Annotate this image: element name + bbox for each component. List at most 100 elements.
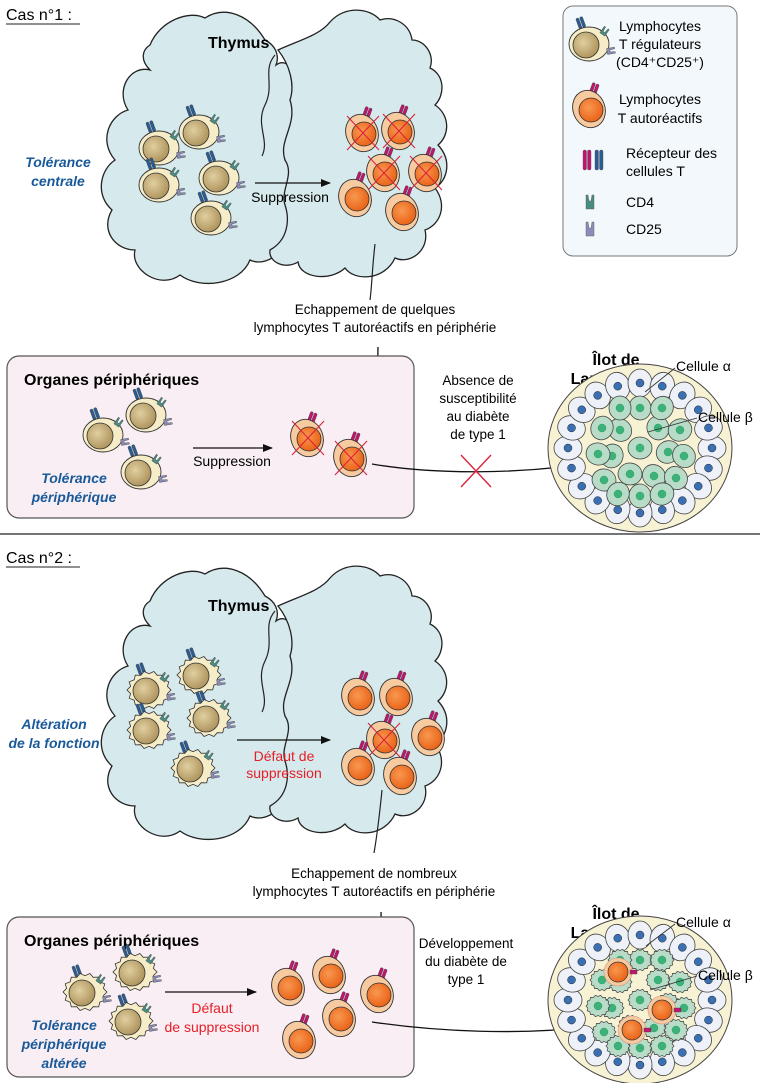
cd4-icon [209,656,220,668]
autoreactive-t-cell [338,171,372,218]
case-1: Cas n°1 : Thymus Tolérance centrale Supp… [6,7,753,533]
nucleus [417,725,443,751]
islet-of-langerhans-attacked [547,915,733,1083]
outcome-label-line-2: du diabète de [425,954,507,969]
regulatory-t-cell [138,120,186,166]
cd25-icon [606,46,616,55]
case-1-thymus-treg-cells [138,104,246,236]
nucleus [182,119,210,147]
cd25-icon [166,732,176,741]
nucleus [277,975,303,1001]
infiltrating-autoreactive-t-cell [647,995,682,1025]
autoreactive-t-cell [322,991,356,1038]
legend-tcr-label-line-2: cellules T [626,163,685,179]
t-cell-receptor-icon [195,690,206,703]
eliminated-cross-icon [409,155,443,191]
legend-treg-label-line-1: Lymphocytes [619,18,701,34]
alpha-cell [584,933,611,962]
beta-cell [628,483,652,509]
escape-label-line-1: Echappement de nombreux [291,866,457,881]
nucleus [182,662,210,690]
alpha-cell [584,381,611,410]
beta-cell [585,442,611,466]
legend-treg-cell-icon [568,16,616,62]
legend-autoreactive-cell-icon [572,82,606,129]
altered-regulatory-t-cell [186,690,236,737]
regulatory-t-cell [568,16,616,62]
altered-regulatory-t-cell [126,662,176,709]
nucleus [142,135,170,163]
peripheral-organs-box [6,355,415,519]
thymus-lobe-divider [260,610,276,713]
nucleus [68,979,96,1007]
alpha-cell [557,1007,586,1033]
t-cell-receptor-icon [71,964,82,977]
legend-cd4-label: CD4 [626,194,654,210]
cd25-icon [228,220,238,229]
beta-cell-label: Cellule β [698,409,753,425]
alpha-cell [627,920,653,950]
alpha-cell-label: Cellule α [676,358,731,374]
outcome-label-line-2: susceptibilité [439,391,516,406]
cd25-icon [152,974,162,983]
nucleus [347,685,373,711]
case-1-thymus-autoreactive-cells [338,104,443,232]
eliminated-cross-icon [291,420,325,456]
t-cell-receptor-icon [197,190,208,203]
central-tolerance-label-line-1: Tolérance [25,154,91,170]
escape-label-line-1: Echappement de quelques [295,302,456,317]
peripheral-suppression-label: Suppression [193,453,271,469]
case-1-peripheral-treg-cells [82,387,173,490]
beta-cell [591,468,617,492]
case-2-peripheral-altered-treg-cells [62,944,162,1040]
beta-cell [627,948,653,972]
autoreactive-t-cell [383,749,417,796]
nucleus [344,186,370,212]
nucleus [129,402,157,430]
beta-cell [627,436,653,460]
escape-label-line-2: lymphocytes T autoréactifs en périphérie [254,320,497,335]
cd4-icon [219,699,230,711]
altered-regulatory-t-cell [108,993,158,1040]
eliminated-cross-icon [334,440,368,476]
autoreactive-t-cell [408,146,443,193]
beta-cell-label: Cellule β [698,967,753,983]
nucleus [389,764,415,790]
legend-box [562,5,738,257]
legend-t-cell-receptor-icon [582,149,604,171]
cd4-icon [169,129,180,141]
regulatory-t-cell [138,157,186,203]
cd4-icon [169,166,180,178]
blocked-cross-icon [460,454,492,488]
legend-cd25-icon [585,221,595,237]
autoreactive-t-cell [345,106,380,153]
cd4-icon [156,396,167,408]
case-1-title: Cas n°1 : [6,7,72,24]
t-cell-receptor-icon [673,1007,682,1013]
beta-cell [591,1020,617,1044]
regulatory-t-cell [198,150,246,196]
infiltrating-autoreactive-t-cell [603,957,638,987]
t-cell-receptor-icon [89,407,100,420]
cd25-icon [176,150,186,159]
infiltrating-autoreactive-t-cell [617,1015,652,1045]
nucleus [288,1028,314,1054]
autoreactive-t-cell [271,960,305,1007]
t-cell-receptor-icon [185,647,196,660]
case-2-thymus-altered-treg-cells [126,647,236,787]
altered-regulatory-t-cell [112,944,162,991]
nucleus [572,31,600,59]
eliminated-cross-icon [367,155,401,191]
cd25-icon [158,474,168,483]
outcome-label-line-4: de type 1 [450,427,506,442]
t-cell-receptor-icon [205,150,216,163]
peripheral-defective-suppression-label-line-1: Défaut [191,1000,232,1016]
cd4-icon [159,711,170,723]
nucleus [118,959,146,987]
case-2-thymus-autoreactive-cells [341,670,445,796]
cd25-icon [102,994,112,1003]
beta-cell [645,968,671,992]
thymus-suppression-label: Suppression [251,189,329,205]
autoreactive-t-cell [381,104,416,151]
